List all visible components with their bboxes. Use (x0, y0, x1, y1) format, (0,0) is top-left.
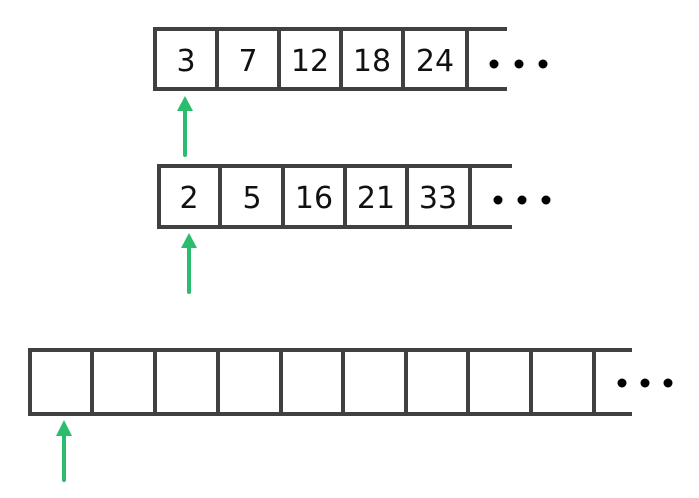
array-a-cell: 3 (176, 44, 195, 79)
array-a-cell: 18 (353, 44, 391, 79)
input-array-b: 2 5 16 21 33 (157, 164, 551, 229)
ellipsis-icon (617, 378, 673, 388)
pointer-a-arrow-icon (177, 96, 193, 157)
array-b-cell: 33 (419, 181, 457, 216)
array-b-cell: 21 (357, 181, 395, 216)
array-b-cell: 5 (242, 181, 261, 216)
array-b-cell: 2 (179, 181, 198, 216)
array-a-cell: 24 (416, 44, 454, 79)
array-b-cell: 16 (295, 181, 333, 216)
array-a-cell: 7 (238, 44, 257, 79)
ellipsis-icon (489, 59, 548, 69)
input-array-a: 3 7 12 18 24 (153, 27, 548, 91)
array-a-cell: 12 (291, 44, 329, 79)
pointer-b-arrow-icon (181, 233, 197, 294)
ellipsis-icon (493, 195, 551, 205)
pointer-out-arrow-icon (56, 420, 72, 482)
output-array (28, 348, 673, 416)
